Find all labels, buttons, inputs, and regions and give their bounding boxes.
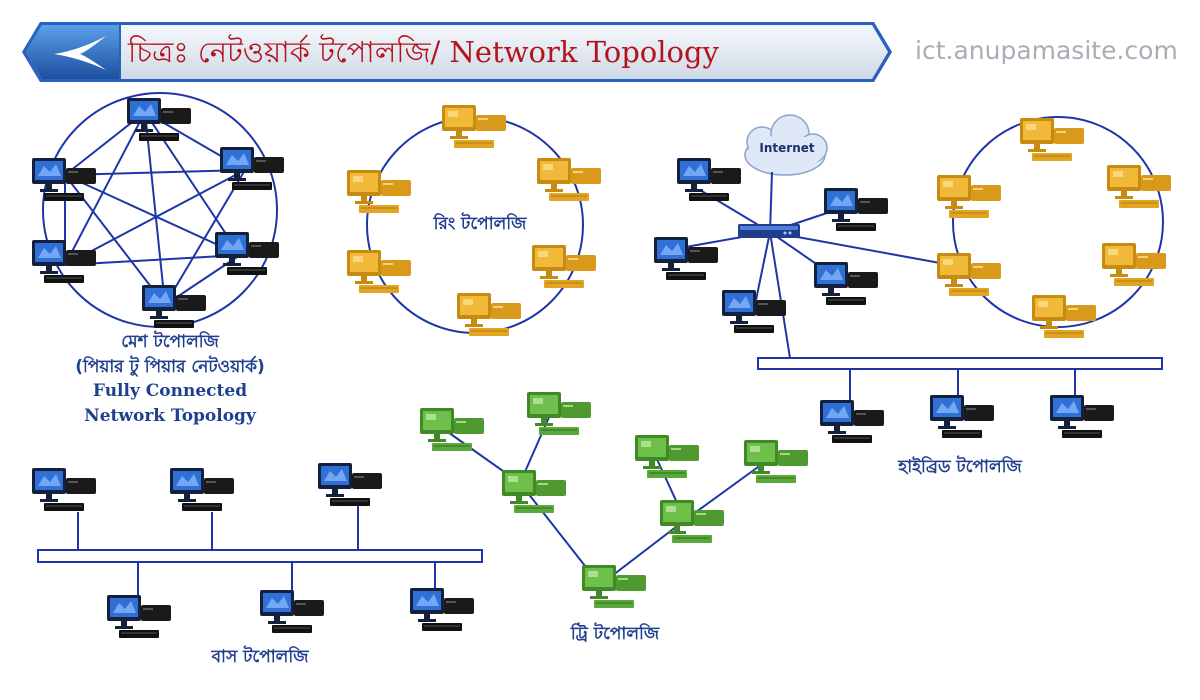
mesh-computer-icon xyxy=(214,231,280,276)
hybrid-ring-computer-icon xyxy=(936,174,1002,219)
bus-bar xyxy=(37,549,483,563)
logo-icon xyxy=(54,36,106,70)
hybrid-bus-computer-icon xyxy=(929,394,995,439)
mesh-computer-icon xyxy=(31,157,97,202)
hybrid-bus-computer-icon xyxy=(1049,394,1115,439)
ring-computer-icon xyxy=(456,292,522,337)
tree-computer-icon xyxy=(634,434,700,479)
mesh-label-bn: মেশ টপোলজি xyxy=(121,332,219,352)
hybrid-ring-computer-icon xyxy=(936,252,1002,297)
hybrid-star-computer-icon xyxy=(721,289,787,334)
page-title: চিত্রঃ নেটওয়ার্ক টপোলজি/ Network Topolo… xyxy=(128,35,719,69)
ring-computer-icon xyxy=(346,169,412,214)
hybrid-ring-computer-icon xyxy=(1019,117,1085,162)
ring-computer-icon xyxy=(536,157,602,202)
internet-cloud-icon xyxy=(744,114,828,176)
ring-topology xyxy=(346,104,602,337)
hybrid-topology xyxy=(653,114,1172,444)
ring-computer-icon xyxy=(346,249,412,294)
hybrid-star-computer-icon xyxy=(813,261,879,306)
mesh-label-en-2: Network Topology xyxy=(84,405,256,426)
mesh-computer-icon xyxy=(31,239,97,284)
tree-computer-icon xyxy=(659,499,725,544)
bus-computer-icon xyxy=(317,462,383,507)
mesh-label-en-1: Fully Connected xyxy=(92,381,248,402)
mesh-topology xyxy=(31,92,285,329)
ring-topology-label: রিং টপোলজি xyxy=(433,214,527,234)
bus-computer-icon xyxy=(31,467,97,512)
tree-links xyxy=(444,414,766,586)
bus-topology xyxy=(31,462,483,639)
bus-computer-icon xyxy=(259,589,325,634)
hybrid-ring-computer-icon xyxy=(1101,242,1167,287)
tree-topology xyxy=(419,391,809,609)
hybrid-topology-label: হাইব্রিড টপোলজি xyxy=(898,457,1022,477)
mesh-topology-label: মেশ টপোলজি (পিয়ার টু পিয়ার নেটওয়ার্ক)… xyxy=(40,330,300,429)
mesh-label-p2p: (পিয়ার টু পিয়ার নেটওয়ার্ক) xyxy=(75,356,265,377)
ring-computer-icon xyxy=(441,104,507,149)
mesh-computer-icon xyxy=(126,97,192,142)
ring-computer-icon xyxy=(531,244,597,289)
tree-computer-icon xyxy=(526,391,592,436)
bus-computer-icon xyxy=(169,467,235,512)
tree-topology-label: ট্রি টপোলজি xyxy=(570,624,660,644)
hybrid-bus-bar xyxy=(757,357,1163,370)
bus-computer-icon xyxy=(409,587,475,632)
bus-computer-icon xyxy=(106,594,172,639)
tree-computer-icon xyxy=(581,564,647,609)
internet-label: Internet xyxy=(759,141,815,155)
bus-topology-label: বাস টপোলজি xyxy=(211,647,309,667)
site-url: ict.anupamasite.com xyxy=(915,36,1178,65)
network-switch-icon xyxy=(738,224,800,238)
hybrid-star-computer-icon xyxy=(676,157,742,202)
tree-computer-icon xyxy=(419,407,485,452)
tree-computer-icon xyxy=(743,439,809,484)
hybrid-star-computer-icon xyxy=(823,187,889,232)
tree-computer-icon xyxy=(501,469,567,514)
hybrid-bus-computer-icon xyxy=(819,399,885,444)
hybrid-ring-computer-icon xyxy=(1031,294,1097,339)
title-banner xyxy=(22,22,892,82)
